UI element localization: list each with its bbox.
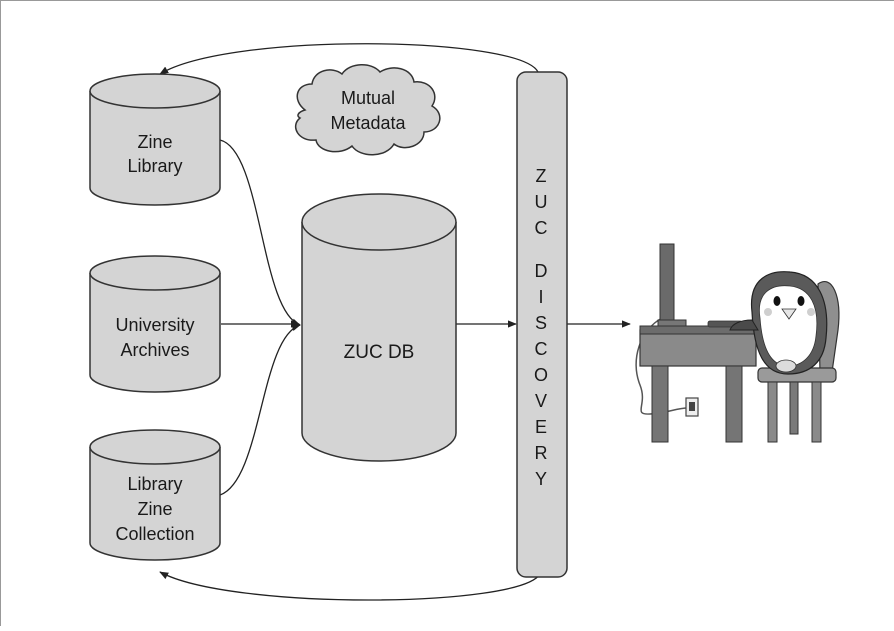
discovery-letters: Z U C D I S C O V E R Y [534, 166, 548, 489]
source-cylinder-zine-library: Zine Library [89, 73, 221, 206]
discovery-letter: Y [535, 469, 547, 489]
penguin-at-computer-icon [635, 243, 840, 443]
source-label-line: Library [127, 474, 182, 494]
connector-zine-library [219, 139, 301, 326]
source-label-line: Library [127, 156, 182, 176]
top-feedback-arrow [159, 43, 539, 75]
discovery-letter: E [535, 417, 547, 437]
discovery-letter: C [535, 218, 548, 238]
connector-library-zine-collection [219, 324, 301, 496]
discovery-letter: D [535, 261, 548, 281]
db-label: ZUC DB [344, 342, 415, 363]
source-label-line: University [115, 315, 194, 335]
mutual-metadata-cloud: Mutual Metadata [295, 64, 441, 156]
source-cylinder-library-zine-collection: Library Zine Collection [89, 429, 221, 561]
source-cylinder-university-archives: University Archives [89, 255, 221, 393]
discovery-letter: R [535, 443, 548, 463]
discovery-letter: S [535, 313, 547, 333]
cloud-label-line: Metadata [330, 113, 406, 133]
cloud-label-line: Mutual [341, 88, 395, 108]
bottom-feedback-arrow [159, 571, 541, 601]
source-label-line: Archives [120, 340, 189, 360]
source-label-line: Zine [137, 132, 172, 152]
discovery-letter: O [534, 365, 548, 385]
discovery-letter: I [538, 287, 543, 307]
source-label-line: Zine [137, 499, 172, 519]
zuc-discovery-bar: Z U C D I S C O V E R Y [516, 71, 568, 578]
discovery-letter: Z [536, 166, 547, 186]
zuc-db-cylinder: ZUC DB [301, 193, 457, 462]
discovery-letter: V [535, 391, 547, 411]
discovery-letter: C [535, 339, 548, 359]
source-label-line: Collection [115, 524, 194, 544]
discovery-letter: U [535, 192, 548, 212]
